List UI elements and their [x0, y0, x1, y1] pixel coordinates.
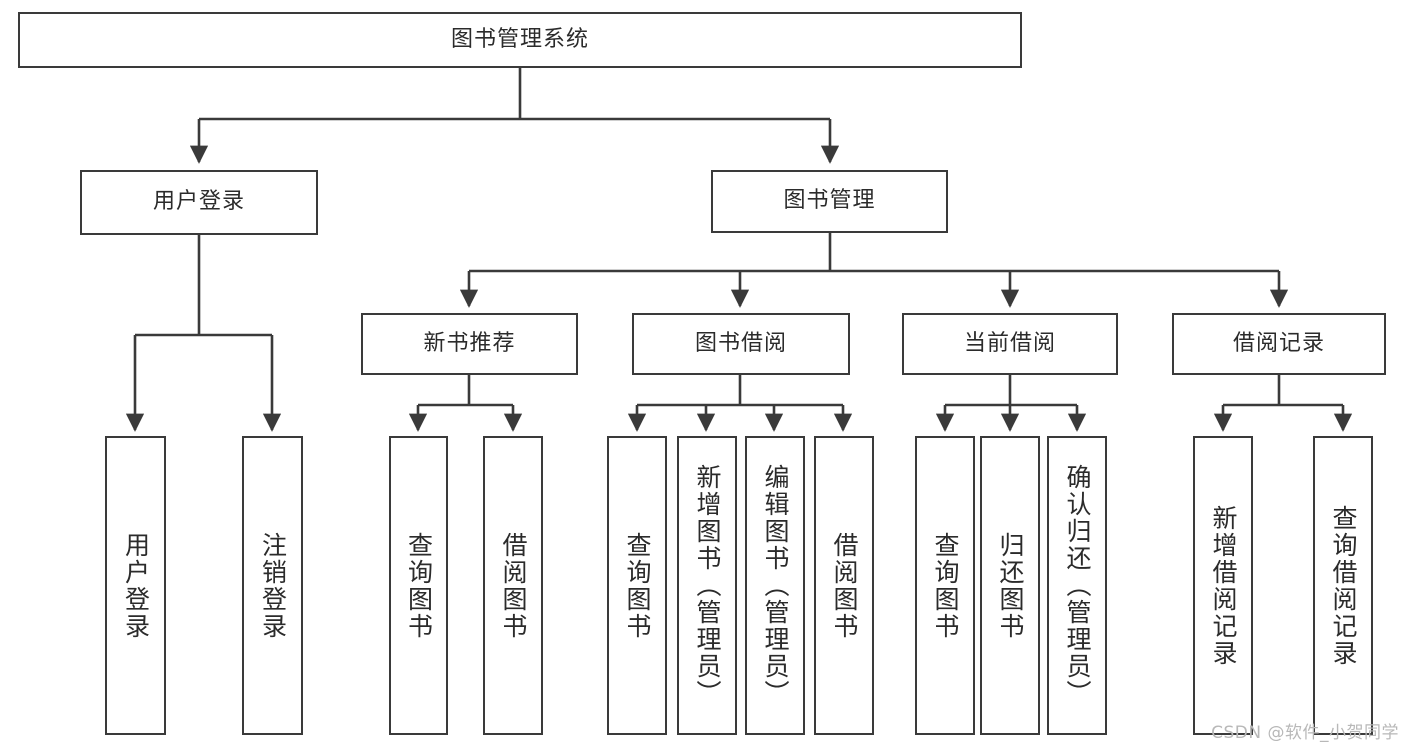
node-borrowing-records[interactable]: 借阅记录 [1172, 313, 1386, 375]
watermark-text: CSDN @软件_小贺同学 [1211, 723, 1399, 743]
node-label: 新增图书（管理员） [693, 464, 722, 707]
node-current-borrowing[interactable]: 当前借阅 [902, 313, 1118, 375]
leaf-confirm-return-admin[interactable]: 确认归还（管理员） [1047, 436, 1107, 735]
leaf-query-book-borrowing[interactable]: 查询图书 [607, 436, 667, 735]
node-label: 用户登录 [152, 189, 245, 215]
node-label: 图书管理系统 [450, 26, 589, 52]
leaf-add-book-admin[interactable]: 新增图书（管理员） [677, 436, 737, 735]
node-label: 编辑图书（管理员） [761, 464, 790, 707]
node-label: 用户登录 [121, 531, 151, 640]
node-user-login[interactable]: 用户登录 [80, 170, 318, 235]
leaf-query-book-recommendation[interactable]: 查询图书 [389, 436, 448, 735]
leaf-borrow-book[interactable]: 借阅图书 [814, 436, 874, 735]
node-label: 新增借阅记录 [1209, 504, 1238, 667]
node-book-borrowing[interactable]: 图书借阅 [632, 313, 850, 375]
leaf-logout[interactable]: 注销登录 [242, 436, 303, 735]
node-root-system[interactable]: 图书管理系统 [18, 12, 1022, 68]
leaf-add-borrowing-record[interactable]: 新增借阅记录 [1193, 436, 1253, 735]
leaf-borrow-book-recommendation[interactable]: 借阅图书 [483, 436, 543, 735]
node-label: 借阅图书 [830, 531, 859, 640]
node-label: 确认归还（管理员） [1063, 464, 1092, 707]
leaf-user-login[interactable]: 用户登录 [105, 436, 166, 735]
node-label: 归还图书 [996, 531, 1025, 640]
node-new-book-recommendation[interactable]: 新书推荐 [361, 313, 578, 375]
node-label: 查询借阅记录 [1329, 504, 1358, 667]
leaf-query-book-current[interactable]: 查询图书 [915, 436, 975, 735]
node-label: 借阅记录 [1232, 330, 1325, 356]
leaf-edit-book-admin[interactable]: 编辑图书（管理员） [745, 436, 805, 735]
node-label: 查询图书 [404, 531, 434, 640]
leaf-return-book[interactable]: 归还图书 [980, 436, 1040, 735]
node-label: 查询图书 [623, 531, 652, 640]
node-label: 新书推荐 [423, 330, 516, 356]
node-label: 查询图书 [931, 531, 960, 640]
node-label: 借阅图书 [499, 531, 528, 640]
node-label: 当前借阅 [963, 330, 1056, 356]
node-label: 图书管理 [783, 188, 876, 214]
node-book-management[interactable]: 图书管理 [711, 170, 948, 233]
leaf-query-borrowing-record[interactable]: 查询借阅记录 [1313, 436, 1373, 735]
node-label: 注销登录 [258, 531, 288, 640]
node-label: 图书借阅 [694, 330, 787, 356]
